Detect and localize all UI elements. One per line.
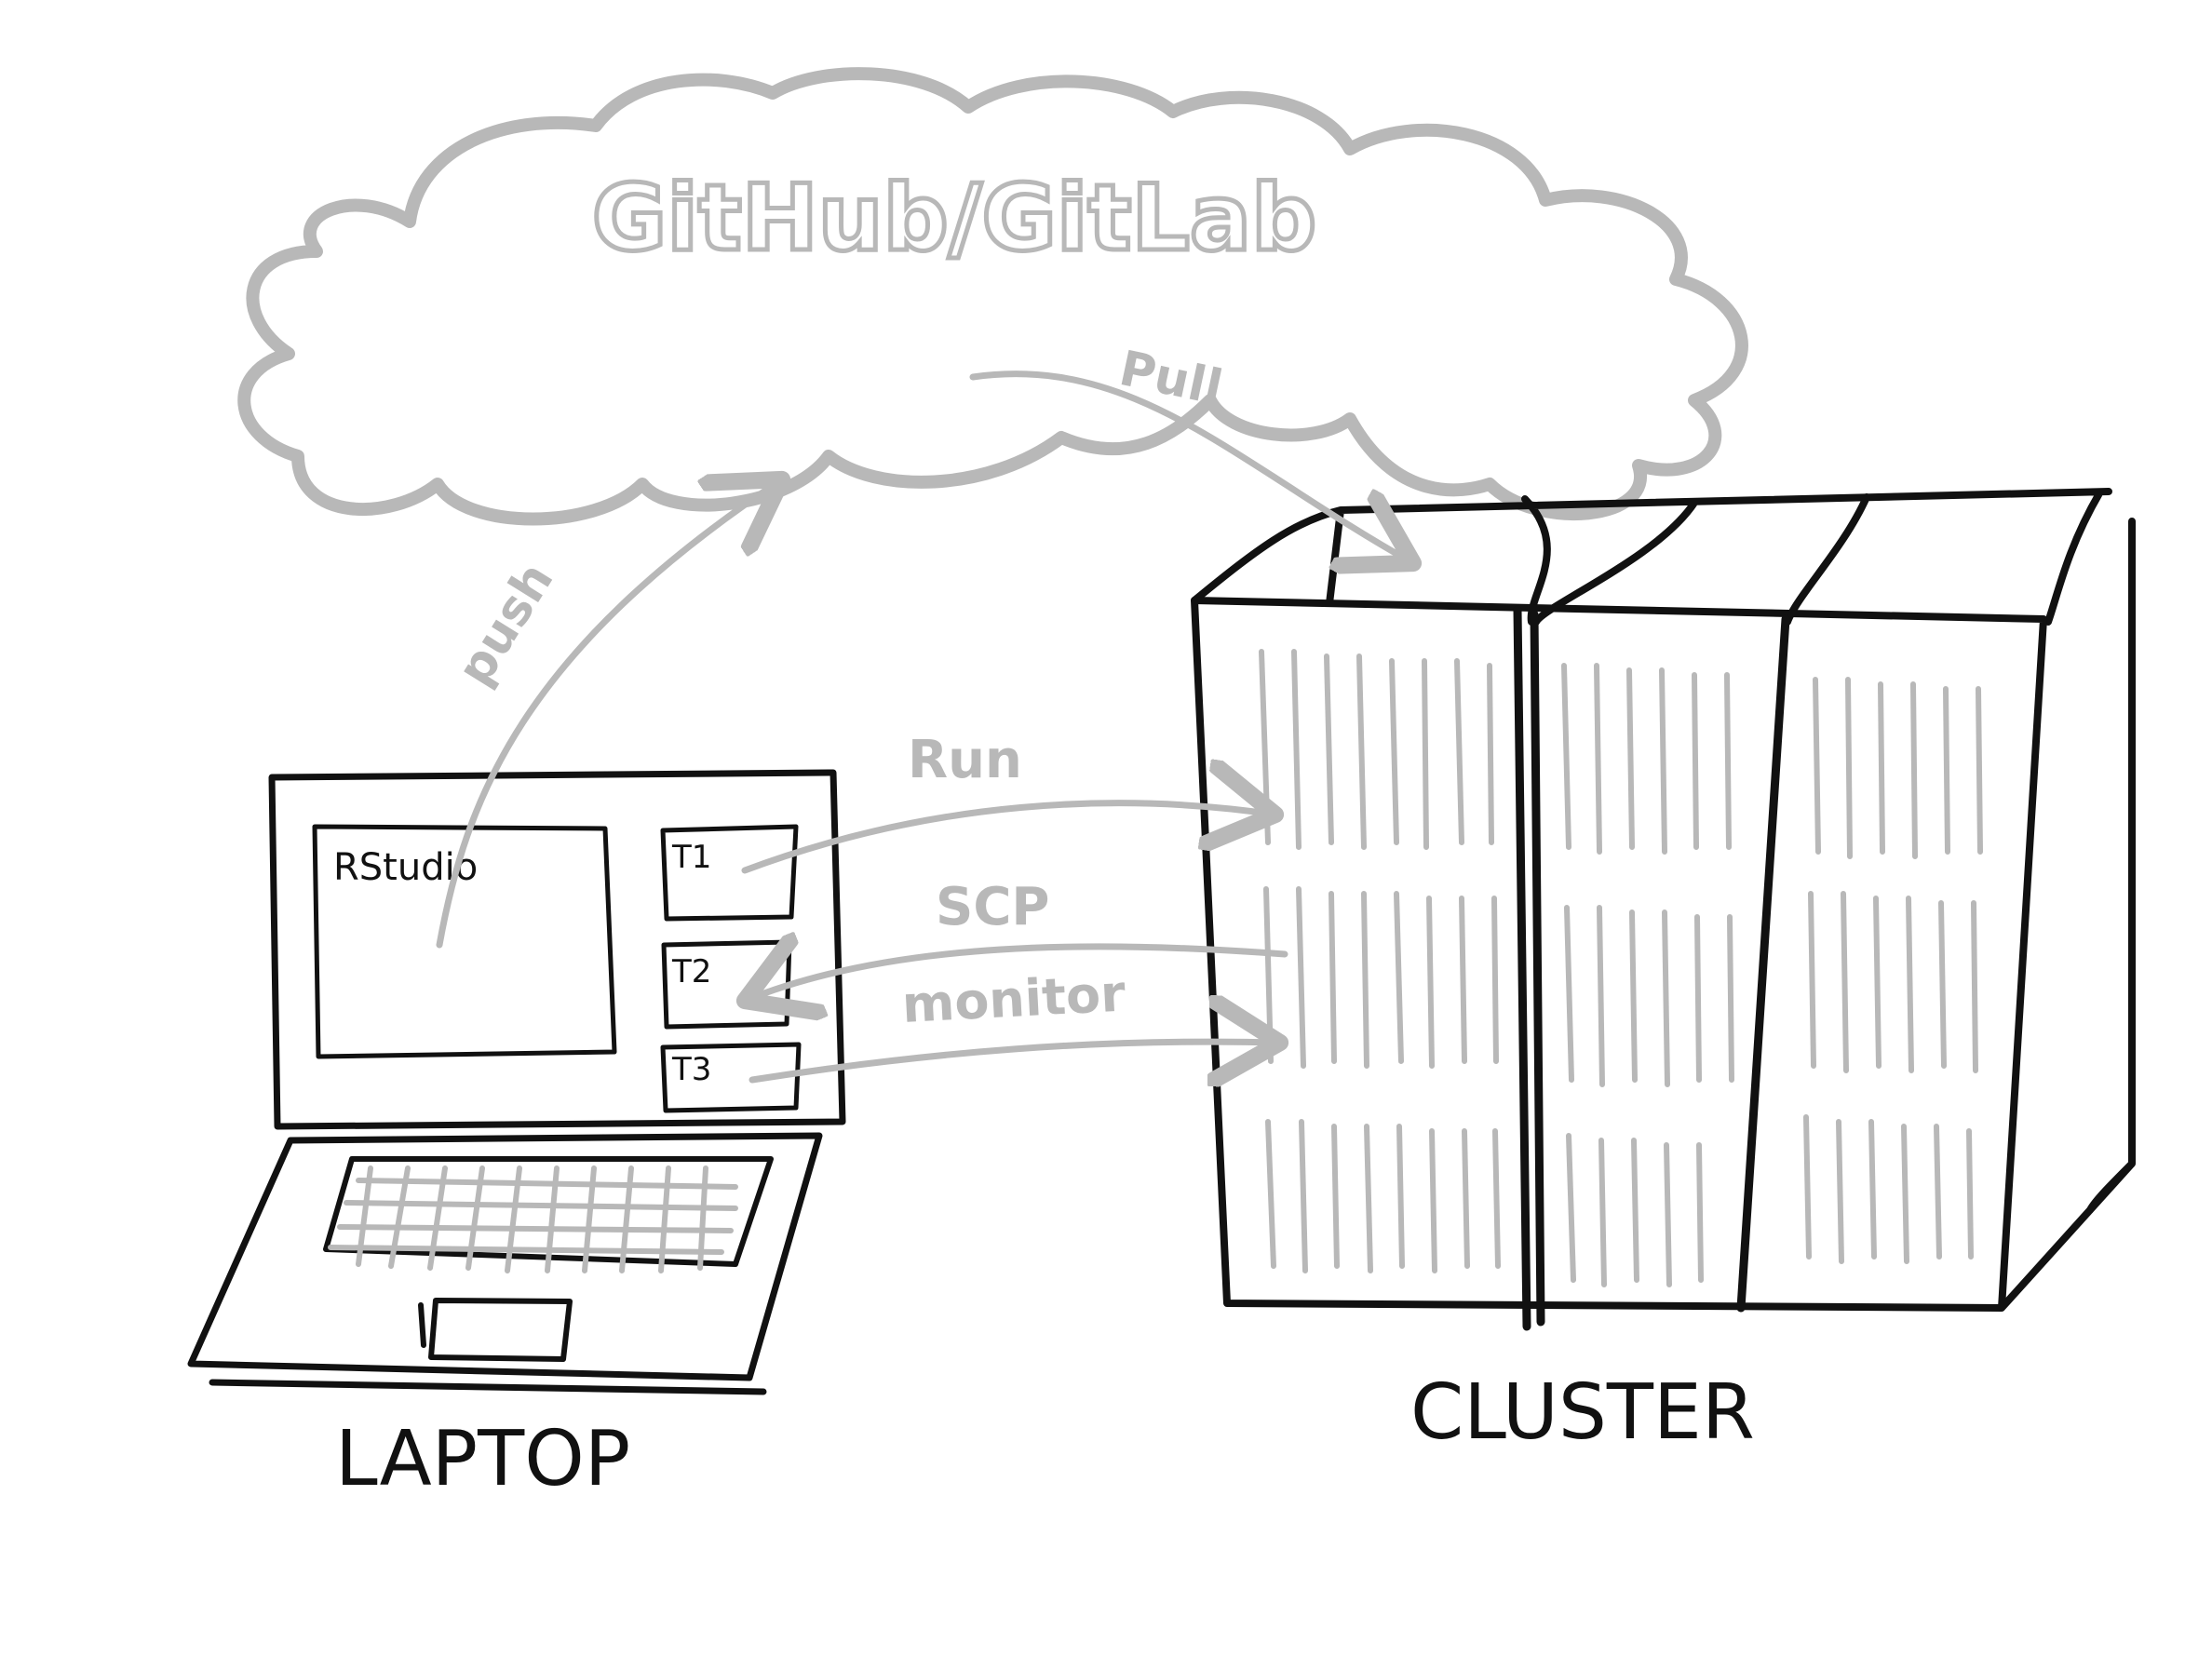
keyboard-keys [328, 1165, 738, 1273]
terminal-t2-label: T2 [671, 953, 711, 990]
scp-arrow [745, 947, 1288, 1001]
cloud: GitHub/GitLab [237, 67, 1748, 526]
server-blades [1259, 649, 1983, 1287]
terminal-t1 [660, 824, 799, 922]
push-label: push [447, 553, 564, 694]
trackpad-edge [418, 1302, 426, 1348]
rstudio-pane [312, 824, 617, 1059]
pull-arrow [969, 370, 1413, 563]
cloud-label: GitHub/GitLab [592, 166, 1316, 272]
trackpad [428, 1298, 573, 1362]
terminal-t3 [660, 1042, 802, 1113]
laptop-label: LAPTOP [335, 1415, 630, 1503]
monitor-arrow [749, 1042, 1280, 1080]
cloud-outline [237, 67, 1748, 526]
cluster: CLUSTER [1191, 488, 2136, 1457]
scp-label: SCP [936, 877, 1049, 937]
push-arrow [436, 479, 782, 949]
cluster-label: CLUSTER [1410, 1368, 1755, 1457]
run-label: Run [908, 730, 1022, 790]
pull-label: Pull [1114, 341, 1227, 417]
terminal-t3-label: T3 [671, 1051, 711, 1088]
run-arrow [741, 803, 1275, 874]
laptop-base-edge [209, 1379, 767, 1395]
rack-front-outline [1191, 518, 2136, 1312]
laptop-screen-frame [268, 769, 846, 1130]
terminal-t1-label: T1 [671, 839, 711, 876]
laptop: RStudio T1 T2 T3 [187, 769, 846, 1503]
keyboard-area [323, 1156, 774, 1267]
rack-dividers [1513, 605, 1790, 1331]
laptop-base [187, 1132, 823, 1381]
monitor-label: monitor [900, 963, 1126, 1033]
